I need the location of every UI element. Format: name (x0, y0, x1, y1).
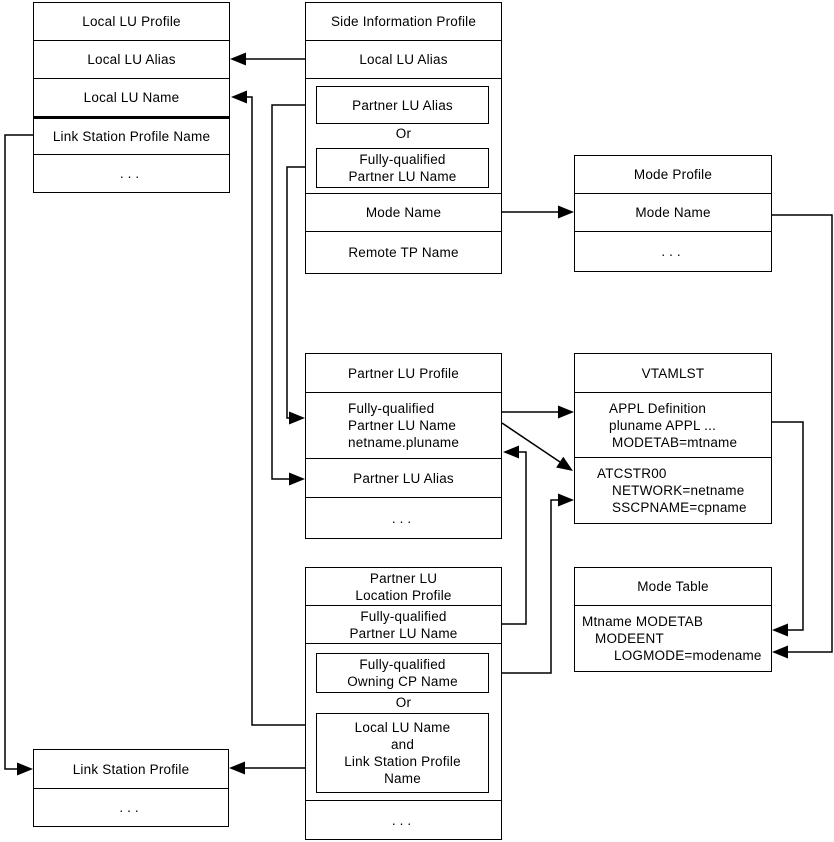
arrow-partner-lu-alias (271, 104, 317, 486)
arrow-to-link-station-profile-right (229, 761, 317, 775)
side-info-partner-lu-choice: Partner LU Alias Or Fully-qualified Part… (306, 78, 501, 193)
location-profile-ellipsis: ... (306, 800, 501, 839)
box-partner-lu-profile: Partner LU Profile Fully-qualified Partn… (305, 353, 502, 539)
mode-profile-mode-name-field: Mode Name (575, 193, 771, 231)
or-label: Or (395, 126, 412, 141)
arrow-pluname-to-appl (502, 405, 574, 419)
remote-tp-name-field: Remote TP Name (306, 231, 501, 273)
arrow-local-lu-alias (230, 52, 305, 66)
partner-lu-profile-fq-name-field: Fully-qualified Partner LU Name netname.… (306, 392, 501, 458)
vtamlst-atcstr00: ATCSTR00 NETWORK=netname SSCPNAME=cpname (575, 457, 771, 523)
link-station-profile-ellipsis: ... (34, 788, 228, 826)
side-information-profile-title: Side Information Profile (330, 14, 477, 29)
side-info-local-lu-alias-field: Local LU Alias (306, 40, 501, 78)
local-lu-alias-field: Local LU Alias (34, 40, 229, 78)
vtamlst-title: VTAMLST (641, 365, 705, 381)
local-lu-profile-title: Local LU Profile (82, 14, 181, 29)
mode-table-title: Mode Table (637, 579, 709, 594)
vtamlst-appl-definition: APPL Definition pluname APPL ... MODETAB… (575, 392, 771, 457)
side-info-mode-name-field: Mode Name (306, 193, 501, 231)
box-local-lu-profile: Local LU Profile Local LU Alias Local LU… (33, 2, 230, 193)
local-lu-name-field: Local LU Name (34, 78, 229, 116)
box-vtamlst: VTAMLST APPL Definition pluname APPL ...… (574, 353, 772, 524)
local-lu-and-link-station-option: Local LU Name and Link Station Profile N… (316, 713, 489, 793)
fq-partner-lu-name-option: Fully-qualified Partner LU Name (316, 148, 489, 188)
arrow-location-fqname-to-pluprofile (502, 445, 527, 625)
box-mode-table: Mode Table Mtname MODETAB MODEENT LOGMOD… (574, 567, 772, 672)
mode-profile-ellipsis: ... (575, 231, 771, 271)
mode-profile-title: Mode Profile (633, 167, 713, 182)
box-side-information-profile: Side Information Profile Local LU Alias … (305, 2, 502, 274)
partner-lu-profile-ellipsis: ... (306, 497, 501, 538)
box-mode-profile: Mode Profile Mode Name ... (574, 155, 772, 272)
link-station-profile-title: Link Station Profile (72, 761, 190, 777)
arrow-owning-cp-to-sscpname (490, 493, 574, 674)
fq-owning-cp-name-option: Fully-qualified Owning CP Name (316, 653, 489, 693)
partner-lu-profile-alias-field: Partner LU Alias (306, 458, 501, 497)
mode-table-body: Mtname MODETAB MODEENT LOGMODE=modename (575, 605, 771, 671)
location-fq-partner-lu-name-field: Fully-qualified Partner LU Name (306, 605, 501, 643)
box-partner-lu-location-profile: Partner LU Location Profile Fully-qualif… (305, 567, 502, 840)
partner-lu-profile-title: Partner LU Profile (348, 365, 459, 381)
arrow-pluname-to-atcstr00 (501, 422, 573, 471)
location-address-choice: Fully-qualified Owning CP Name Or Local … (306, 643, 501, 800)
partner-lu-alias-option: Partner LU Alias (316, 86, 489, 124)
arrow-mode-name-to-logmode (772, 214, 833, 659)
box-link-station-profile: Link Station Profile ... (33, 749, 229, 827)
partner-lu-location-profile-title: Partner LU Location Profile (355, 570, 452, 603)
local-lu-profile-ellipsis: ... (34, 154, 229, 192)
arrow-modetab-to-mode-table (772, 421, 804, 637)
or-label: Or (395, 695, 412, 710)
arrow-to-local-lu-name (231, 90, 317, 726)
arrow-lsp-name-to-link-station-profile (4, 134, 34, 776)
link-station-profile-name-field: Link Station Profile Name (34, 116, 229, 154)
arrow-fq-partner-lu-name (286, 166, 317, 425)
arrow-mode-name (502, 205, 574, 219)
